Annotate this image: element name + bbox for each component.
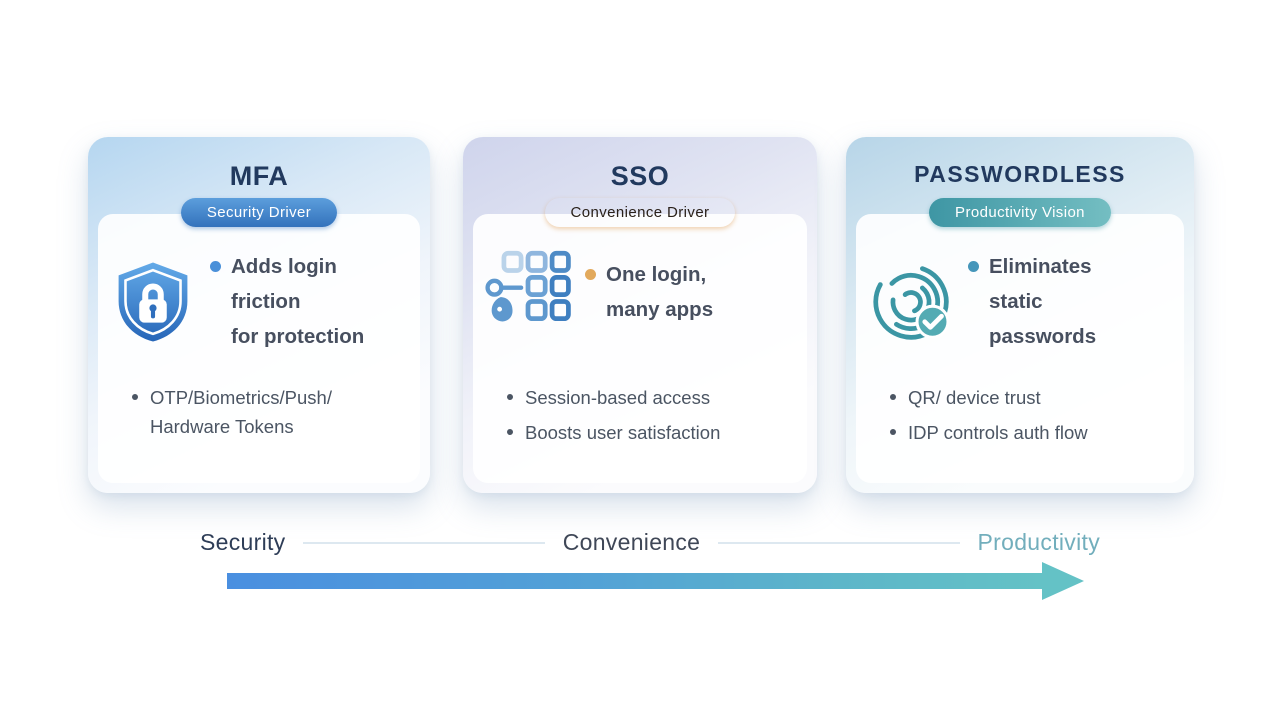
arrow-bar (227, 573, 1044, 589)
card-passwordless-badge: Productivity Vision (929, 198, 1111, 227)
list-item: IDP controls auth flow (888, 418, 1186, 447)
card-mfa-badge: Security Driver (180, 198, 338, 227)
card-mfa-panel (98, 214, 420, 483)
card-mfa: MFA Security Driver (88, 137, 430, 493)
card-mfa-details: OTP/Biometrics/Push/Hardware Tokens (130, 383, 422, 447)
gradient-axis-arrow (227, 562, 1084, 600)
card-mfa-title: MFA (229, 161, 289, 191)
key-app-grid-icon (485, 249, 571, 335)
arrow-head-icon (1042, 562, 1084, 600)
card-passwordless-panel (856, 214, 1184, 483)
list-item: QR/ device trust (888, 383, 1186, 412)
fingerprint-check-icon (868, 259, 954, 345)
highlight-bullet-dot (210, 261, 221, 272)
card-sso-details: Session-based access Boosts user satisfa… (505, 383, 809, 453)
card-sso-badge: Convenience Driver (545, 198, 736, 227)
list-item: OTP/Biometrics/Push/Hardware Tokens (130, 383, 422, 441)
list-item: Session-based access (505, 383, 809, 412)
axis-connector-line (303, 541, 545, 544)
card-passwordless-title: PASSWORDLESS (914, 161, 1126, 187)
card-passwordless-details: QR/ device trust IDP controls auth flow (888, 383, 1186, 453)
card-sso-highlight: One login,many apps (606, 263, 714, 321)
axis-connector-line (718, 541, 960, 544)
axis-label-productivity: Productivity (977, 529, 1100, 555)
list-item: Boosts user satisfaction (505, 418, 809, 447)
card-sso: SSO Convenience Driver (463, 137, 817, 493)
highlight-bullet-dot (968, 261, 979, 272)
axis-label-security: Security (200, 529, 286, 555)
shield-lock-icon (110, 259, 196, 345)
card-passwordless: PASSWORDLESS Productivity Vision (846, 137, 1194, 493)
highlight-bullet-dot (585, 269, 596, 280)
card-sso-title: SSO (610, 161, 670, 191)
axis-labels: Security Convenience Productivity (200, 529, 1100, 556)
axis-label-convenience: Convenience (562, 529, 701, 555)
